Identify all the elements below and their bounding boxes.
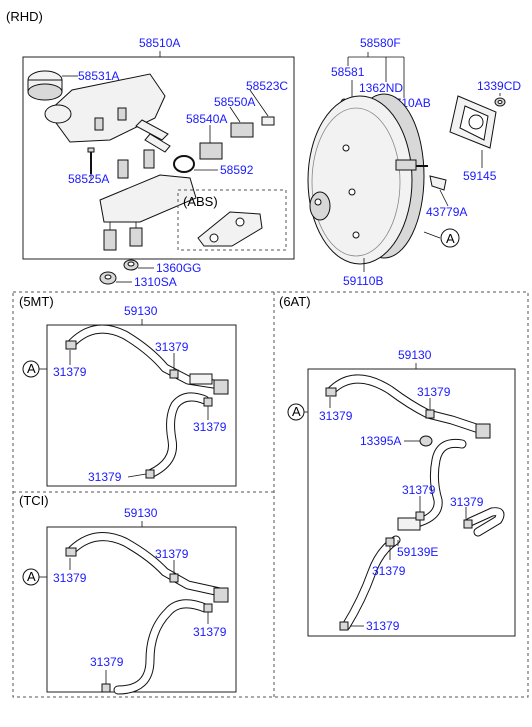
panel-5mt-connector-label: A <box>27 361 36 376</box>
panel-6at-clamp-label-5[interactable]: 31379 <box>372 564 406 578</box>
panel-tci-connector-label: A <box>27 569 36 584</box>
panel-6at-frame <box>307 368 516 637</box>
panel-5mt-clamp-icon[interactable] <box>65 340 77 350</box>
panel-tci-hose-label[interactable]: 59130 <box>124 506 158 520</box>
panel-6at-clamp-icon-2 <box>425 409 435 419</box>
hose-section-frame <box>12 291 529 698</box>
label-oring[interactable]: 58592 <box>220 163 254 177</box>
panel-5mt-title: (5MT) <box>19 294 54 309</box>
panel-5mt-clamp-label-4[interactable]: 31379 <box>88 470 122 484</box>
abs-master-cylinder-icon[interactable] <box>197 211 263 247</box>
label-bolt[interactable]: 58525A <box>68 172 109 186</box>
panel-6at-clamp-icon[interactable] <box>325 387 337 397</box>
reservoir-tank-icon <box>44 73 171 153</box>
panel-tci-hose-icon[interactable] <box>67 532 229 695</box>
booster-gasket-icon[interactable] <box>449 95 497 149</box>
seal-kit-icon[interactable] <box>173 116 275 173</box>
panel-6at-hose-icon[interactable] <box>327 374 505 631</box>
label-reservoir-cap[interactable]: 58531A <box>78 69 119 83</box>
panel-6at-hose-label[interactable]: 59130 <box>398 348 432 362</box>
panel-tci-clamp-icon[interactable] <box>65 547 77 557</box>
panel-tci-clamp-label-4[interactable]: 31379 <box>90 655 124 669</box>
label-seal-c[interactable]: 58540A <box>186 112 227 126</box>
panel-tci-clamp-icon-4 <box>101 683 111 693</box>
panel-tci-frame <box>46 526 237 693</box>
label-seal-b[interactable]: 58550A <box>214 95 255 109</box>
panel-tci-clamp-label-2[interactable]: 31379 <box>155 547 189 561</box>
panel-tci-clamp-icon-2 <box>169 573 179 583</box>
nut-icon[interactable] <box>123 259 139 271</box>
panel-6at-clamp-label-2[interactable]: 31379 <box>417 385 451 399</box>
booster-connector-label: A <box>446 231 455 246</box>
panel-6at-bolt-icon[interactable] <box>419 435 433 447</box>
washer-icon[interactable] <box>99 271 117 285</box>
bolt-icon[interactable] <box>87 147 95 174</box>
panel-tci-clamp-icon-3 <box>203 603 213 613</box>
panel-6at-clamp-label-1[interactable]: 31379 <box>319 409 353 423</box>
label-booster-gasket[interactable]: 59145 <box>463 169 497 183</box>
panel-6at-clamp-label-6[interactable]: 31379 <box>366 619 400 633</box>
panel-5mt-frame <box>46 324 237 487</box>
panel-6at-clamp-icon-5 <box>385 537 395 547</box>
panel-6at-clamp-label-4[interactable]: 31379 <box>450 495 484 509</box>
abs-inset-frame <box>177 189 287 251</box>
label-booster-clip[interactable]: 1362ND <box>359 81 403 95</box>
label-booster-washer[interactable]: 1339CD <box>477 79 521 93</box>
label-master-cylinder[interactable]: 58510A <box>139 36 180 50</box>
panel-6at-clamp-icon-6 <box>339 621 349 631</box>
master-cylinder-body-icon <box>99 149 197 251</box>
label-booster-pin[interactable]: 58581 <box>331 65 365 79</box>
panel-6at-clamp-icon-3 <box>415 511 425 521</box>
panel-6at-clamp-icon-4 <box>463 519 473 529</box>
variant-label: (RHD) <box>6 9 43 24</box>
panel-6at-connector-label: A <box>292 404 301 419</box>
label-booster-kit[interactable]: 58580F <box>360 36 401 50</box>
label-booster-valve[interactable]: 43779A <box>426 205 467 219</box>
connector-a-icon[interactable] <box>440 228 460 248</box>
abs-label: (ABS) <box>183 194 218 209</box>
panel-6at-bolt-label[interactable]: 13395A <box>360 434 401 448</box>
brake-booster-icon <box>307 93 428 265</box>
reservoir-cap-icon[interactable] <box>27 70 63 101</box>
panel-tci-title: (TCI) <box>19 493 49 508</box>
panel-6at-clamp-label-3[interactable]: 31379 <box>402 483 436 497</box>
panel-5mt-clamp-icon-2 <box>169 369 179 379</box>
master-cylinder-frame <box>22 56 295 260</box>
booster-valve-icon[interactable] <box>429 175 447 191</box>
panel-6at-title: (6AT) <box>279 294 311 309</box>
panel-5mt-clamp-label-1[interactable]: 31379 <box>53 365 87 379</box>
panel-5mt-hose-label[interactable]: 59130 <box>124 304 158 318</box>
panel-6at-check-valve-label[interactable]: 59139E <box>397 545 438 559</box>
panel-5mt-clamp-label-2[interactable]: 31379 <box>155 340 189 354</box>
label-washer[interactable]: 1310SA <box>134 275 177 289</box>
label-nut[interactable]: 1360GG <box>156 261 201 275</box>
label-booster[interactable]: 59110B <box>343 274 383 288</box>
panel-5mt-clamp-icon-4 <box>145 469 155 479</box>
panel-tci-clamp-label-3[interactable]: 31379 <box>193 625 227 639</box>
panel-5mt-clamp-icon-3 <box>203 397 213 407</box>
label-seal-a[interactable]: 58523C <box>246 79 288 93</box>
panel-5mt-hose-icon[interactable] <box>67 324 229 479</box>
panel-5mt-clamp-label-3[interactable]: 31379 <box>193 420 227 434</box>
booster-washer-icon[interactable] <box>494 97 506 107</box>
panel-tci-clamp-label-1[interactable]: 31379 <box>53 571 87 585</box>
